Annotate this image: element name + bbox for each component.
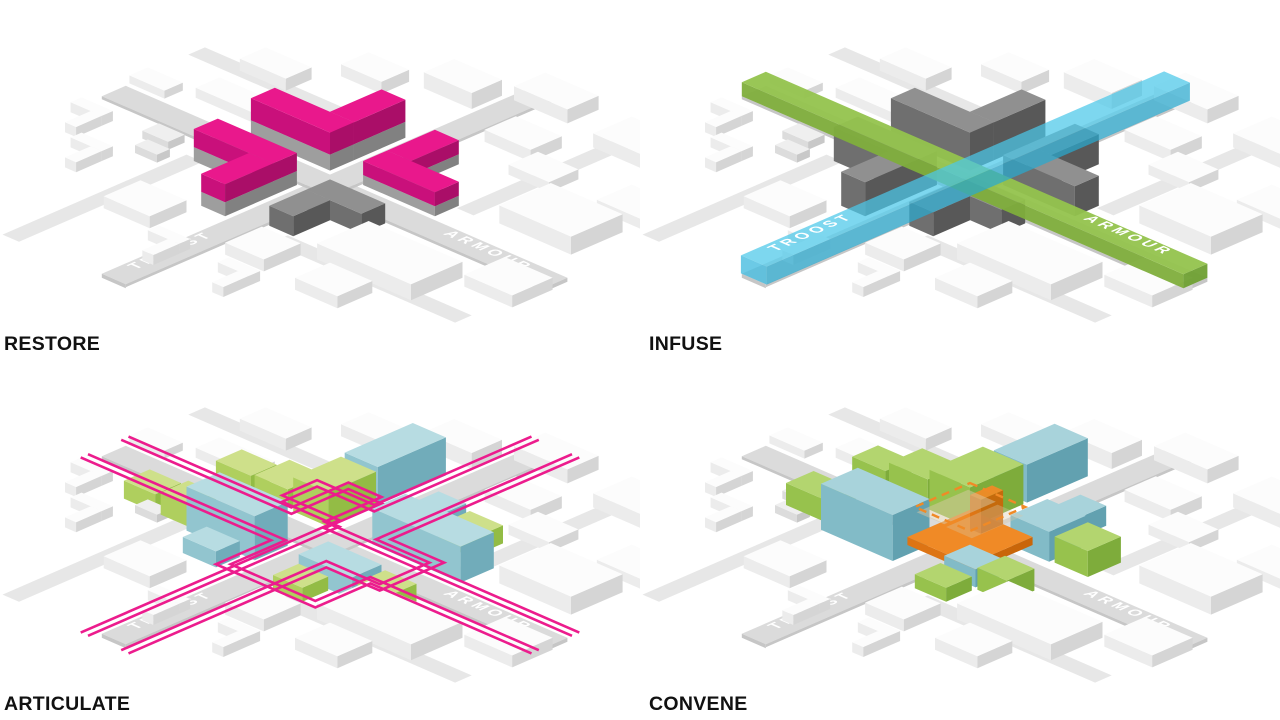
street-bars bbox=[740, 71, 1208, 289]
frontage-lines bbox=[80, 435, 580, 655]
panel-label-convene: CONVENE bbox=[649, 693, 748, 715]
buildings bbox=[65, 47, 640, 309]
buildings bbox=[65, 407, 640, 669]
panel-label-restore: RESTORE bbox=[4, 333, 101, 355]
panel-label-infuse: INFUSE bbox=[649, 333, 723, 355]
panel-label-articulate: ARTICULATE bbox=[4, 693, 131, 715]
plaza-canopy bbox=[911, 481, 1029, 539]
buildings bbox=[705, 407, 1280, 669]
